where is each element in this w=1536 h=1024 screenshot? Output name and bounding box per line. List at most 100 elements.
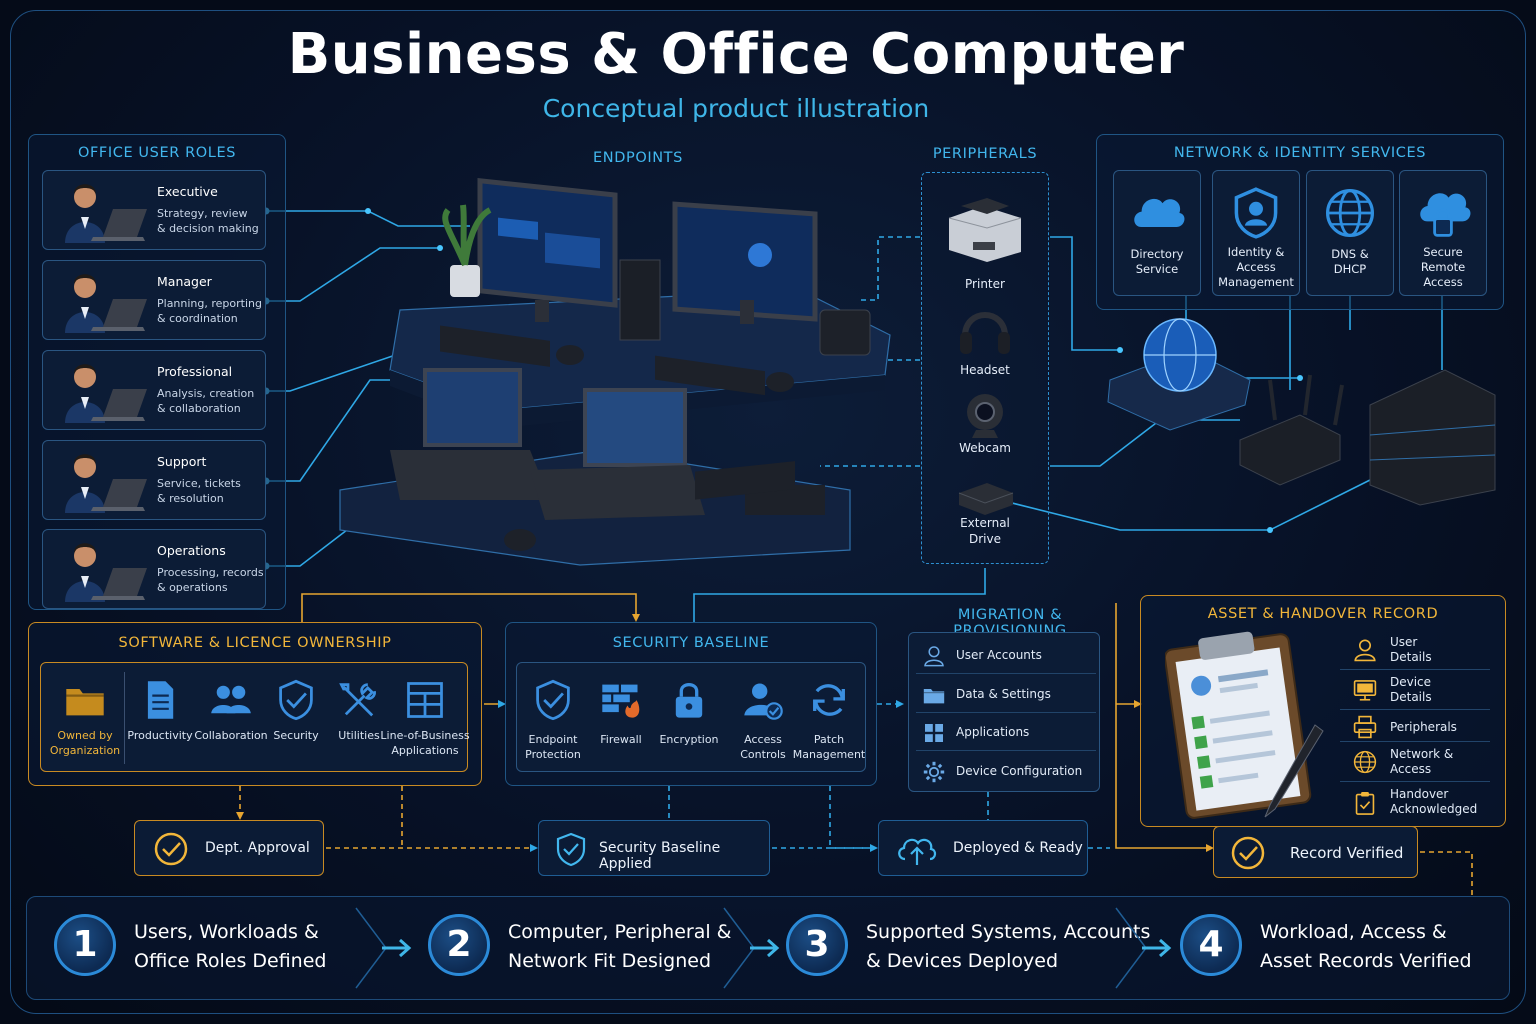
- peripheral-label: Webcam: [921, 440, 1049, 456]
- role-description-line: Strategy, review: [157, 207, 248, 220]
- padlock-icon: [675, 682, 703, 718]
- endpoints-title: ENDPOINTS: [593, 150, 683, 166]
- service-label: DNS &DHCP: [1307, 247, 1393, 277]
- software-security[interactable]: Security: [266, 676, 326, 766]
- migration-user-accounts[interactable]: User Accounts: [916, 638, 1096, 674]
- software-collaboration[interactable]: Collaboration: [194, 676, 268, 766]
- peripheral-webcam[interactable]: Webcam: [921, 390, 1049, 476]
- security-baseline-title: SECURITY BASELINE: [612, 635, 770, 651]
- security-label: Encryption: [650, 732, 728, 747]
- peripheral-label-line: Drive: [969, 532, 1001, 546]
- migration-device-configuration[interactable]: Device Configuration: [916, 754, 1096, 790]
- divider: [124, 672, 125, 764]
- refresh-icon: [813, 684, 845, 716]
- page-subtitle: Conceptual product illustration: [542, 94, 930, 123]
- clipboard-icon-wrap: [1352, 790, 1378, 820]
- globe-icon-wrap: [1352, 749, 1378, 779]
- peripherals-title: PERIPHERALS: [932, 146, 1038, 162]
- migration-data-settings[interactable]: Data & Settings: [916, 677, 1096, 713]
- refresh-icon-wrap: [796, 678, 862, 726]
- shield-check-icon-wrap: [520, 678, 586, 726]
- asset-label-line: Device: [1390, 675, 1432, 689]
- padlock-icon-wrap: [656, 678, 722, 726]
- step-label-line: & Devices Deployed: [866, 950, 1059, 972]
- asset-peripherals[interactable]: Peripherals: [1340, 712, 1490, 742]
- dept-approval-label: Dept. Approval: [205, 840, 310, 856]
- network-identity-title: NETWORK & IDENTITY SERVICES: [1173, 145, 1427, 161]
- role-description-line: Service, tickets: [157, 477, 241, 490]
- security-firewall[interactable]: Firewall: [588, 676, 654, 766]
- step-label: Workload, Access &Asset Records Verified: [1260, 918, 1472, 976]
- role-description-line: & decision making: [157, 222, 259, 235]
- asset-network-access[interactable]: Network &Access: [1340, 742, 1490, 782]
- asset-label-line: User: [1390, 635, 1418, 649]
- migration-label: Applications: [956, 725, 1030, 739]
- role-name: Professional: [157, 364, 233, 379]
- security-applied-status: Security Baseline Applied: [538, 820, 770, 876]
- gear-icon-wrap: [922, 760, 946, 788]
- headset-icon: [921, 300, 1049, 364]
- migration-applications[interactable]: Applications: [916, 715, 1096, 751]
- service-label-line: Directory: [1130, 247, 1184, 261]
- document-icon-wrap: [126, 678, 194, 726]
- gear-icon: [923, 761, 945, 782]
- user-icon: [924, 646, 944, 667]
- asset-label-line: Acknowledged: [1390, 802, 1478, 816]
- peripheral-printer[interactable]: Printer: [921, 190, 1049, 291]
- security-label-line: Endpoint: [528, 733, 578, 746]
- asset-label-line: Access: [1390, 762, 1432, 776]
- role-description-line: Processing, records: [157, 566, 264, 579]
- users-icon: [211, 685, 251, 714]
- role-name: Executive: [157, 184, 218, 199]
- asset-label: Peripherals: [1390, 720, 1457, 735]
- security-encryption[interactable]: Encryption: [656, 676, 722, 766]
- software-utilities[interactable]: Utilities: [336, 676, 382, 766]
- person-at-laptop-icon: [53, 538, 149, 602]
- service-dns[interactable]: DNS &DHCP: [1306, 170, 1394, 296]
- tools-icon-wrap: [336, 678, 382, 726]
- security-label-line: Protection: [525, 748, 581, 761]
- role-description: Analysis, creation& collaboration: [157, 386, 267, 416]
- security-label-line: Firewall: [600, 733, 642, 746]
- grid-window-icon: [407, 682, 443, 718]
- peripheral-headset[interactable]: Headset: [921, 300, 1049, 386]
- role-description: Service, tickets& resolution: [157, 476, 267, 506]
- step-label: Computer, Peripheral &Network Fit Design…: [508, 918, 731, 976]
- software-label-line: Productivity: [127, 729, 193, 742]
- folder-icon-wrap: [46, 678, 124, 726]
- service-label-line: Secure: [1423, 245, 1463, 259]
- service-label-line: Access: [1236, 260, 1276, 274]
- step-label-line: Computer, Peripheral &: [508, 921, 732, 943]
- shield-check-icon: [536, 679, 570, 721]
- role-description: Planning, reporting& coordination: [157, 296, 267, 326]
- user-icon-wrap: [1352, 637, 1378, 667]
- firewall-icon: [602, 684, 640, 718]
- globe-icon: [1325, 188, 1375, 238]
- role-description-line: Analysis, creation: [157, 387, 255, 400]
- software-productivity[interactable]: Productivity: [126, 676, 194, 766]
- cloud-lock-icon: [1420, 193, 1471, 237]
- cloud-icon-wrap: [1114, 185, 1200, 245]
